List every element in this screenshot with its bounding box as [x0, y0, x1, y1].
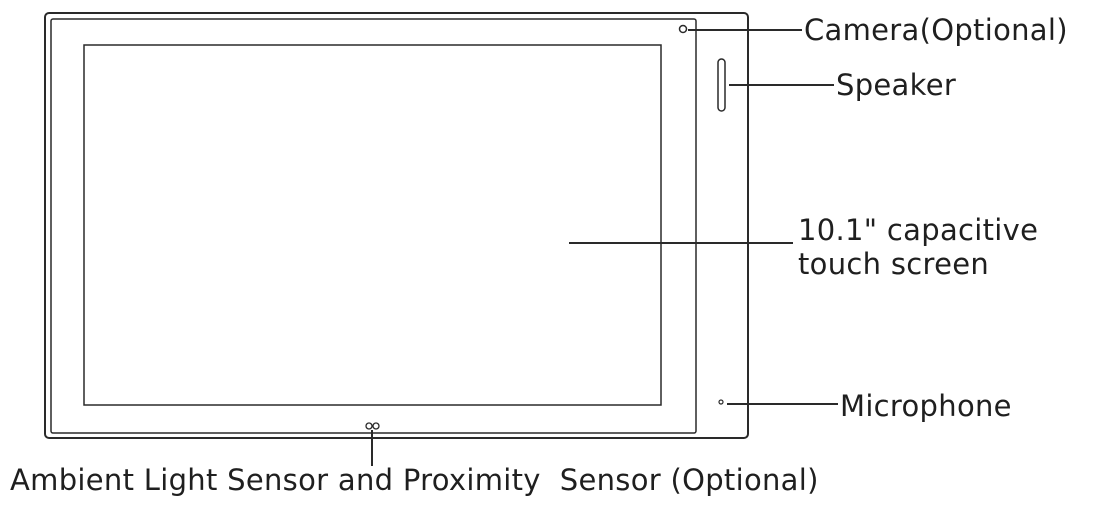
camera-label: Camera(Optional): [804, 13, 1068, 47]
microphone-label: Microphone: [840, 389, 1012, 423]
ambient-sensor-label: Ambient Light Sensor and Proximity Senso…: [10, 463, 819, 497]
device-bezel: [50, 18, 697, 434]
speaker-grille: [717, 58, 726, 112]
microphone-icon: [718, 399, 724, 405]
camera-icon: [678, 24, 688, 34]
touch-screen: [83, 44, 662, 406]
device-outer-frame: [44, 12, 749, 439]
touch-screen-label-line1: 10.1" capacitive: [798, 213, 1039, 247]
touch-screen-label: 10.1" capacitive touch screen: [798, 213, 1038, 281]
ambient-light-sensor-icon: [365, 422, 373, 430]
proximity-sensor-icon: [372, 422, 380, 430]
speaker-label: Speaker: [836, 68, 957, 102]
touch-screen-label-line2: touch screen: [798, 247, 990, 282]
